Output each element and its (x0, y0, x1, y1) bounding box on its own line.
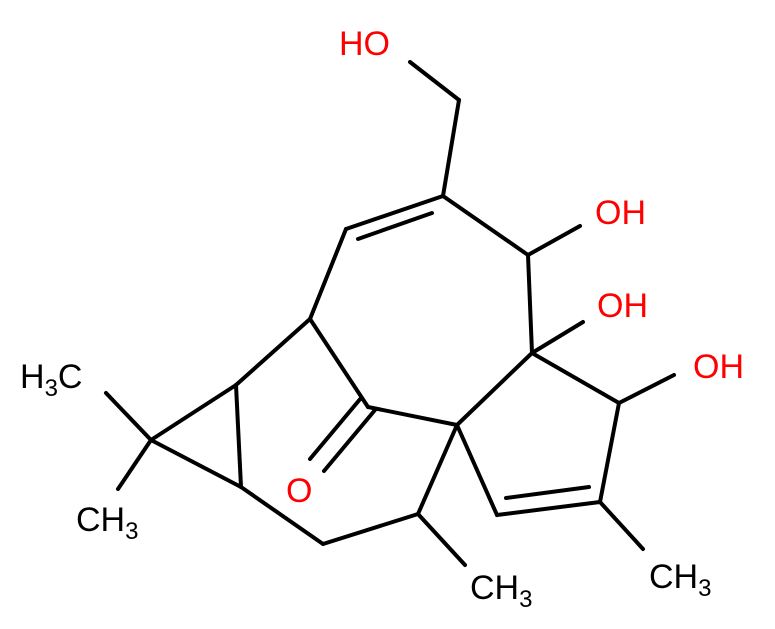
bond-c-oh-middle (530, 320, 585, 355)
bond-cp-c (149, 438, 243, 489)
bond-c-oh-top (526, 224, 582, 257)
bond-cp-b (149, 383, 238, 442)
bond-ring7-double-outer (344, 194, 445, 231)
bonds (104, 60, 676, 567)
bond-me-upper (104, 391, 153, 442)
bond-ring5-c (530, 351, 621, 405)
bond-cp-a (234, 383, 243, 489)
bond-ch2-c (441, 98, 461, 198)
bond-ring7-e (366, 405, 459, 427)
bond-ring6-a (239, 485, 325, 546)
atom-labels: HO OH OH OH O H3C CH3 CH3 CH3 (20, 25, 744, 613)
label-methyl-left-lower: CH3 (76, 501, 138, 545)
bond-c-oh-right (617, 373, 676, 405)
label-methyl-left-upper: H3C (20, 358, 82, 402)
bond-ring7-c (526, 253, 534, 355)
bond-ring6-b (321, 512, 420, 546)
bond-ring5-a (455, 423, 499, 517)
bond-ketone-a (308, 396, 363, 461)
bond-me-bottom (416, 512, 467, 567)
bond-c-cp (234, 317, 312, 387)
bond-ring7-a (308, 227, 348, 321)
bond-ring5-double-outer (495, 500, 602, 517)
label-oh-top: OH (595, 194, 646, 232)
label-ketone-o: O (286, 472, 312, 510)
label-methyl-bottom: CH3 (470, 569, 532, 613)
label-oh-middle: OH (597, 287, 648, 325)
label-oh-right: OH (693, 348, 744, 386)
bond-ring7-f (308, 317, 370, 409)
bond-ho-ch2 (408, 60, 461, 102)
bond-me-lower (116, 438, 153, 491)
bond-ring5-b (598, 401, 621, 504)
label-methyl-right: CH3 (649, 558, 711, 602)
bond-ring7-double-inner (356, 211, 434, 241)
label-ho-hydroxymethyl: HO (339, 25, 390, 63)
bond-me-right (598, 500, 645, 551)
bond-ring6-c (416, 423, 459, 516)
bond-ketone-b (322, 408, 377, 473)
bond-ring7-d (455, 351, 534, 427)
bond-ring5-double-inner (504, 485, 591, 500)
bond-ring7-b (441, 194, 530, 257)
